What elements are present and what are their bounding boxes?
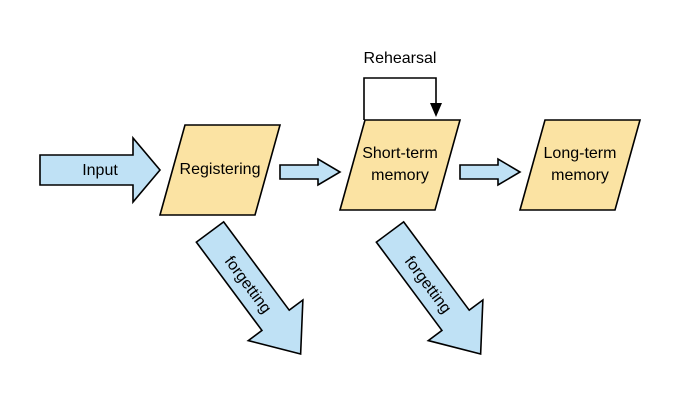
forgetting-arrow-registering-shape bbox=[195, 220, 304, 356]
long-term-memory-box-shape bbox=[518, 119, 642, 211]
short-term-memory-box: Short-term memory bbox=[338, 119, 462, 211]
rehearsal-loop: Rehearsal bbox=[363, 50, 442, 120]
short-term-memory-box-shape bbox=[338, 119, 462, 211]
short-term-memory-label-line-1: Short-term bbox=[362, 145, 438, 162]
long-term-memory-label-line-2: memory bbox=[551, 167, 609, 184]
long-term-memory-label-line-1: Long-term bbox=[544, 145, 617, 162]
input-arrow: Input bbox=[39, 135, 162, 205]
input-arrow-shape bbox=[39, 135, 162, 205]
registering-box-shape bbox=[158, 124, 282, 216]
input-arrow-label: Input bbox=[82, 162, 118, 179]
rehearsal-label: Rehearsal bbox=[364, 50, 437, 67]
registering-box-label: Registering bbox=[180, 161, 261, 178]
registering-box: Registering bbox=[158, 124, 282, 216]
forgetting-arrow-registering: forgetting bbox=[195, 220, 304, 356]
rehearsal-loop-line bbox=[363, 77, 437, 120]
long-term-memory-box: Long-term memory bbox=[518, 119, 642, 211]
forgetting-arrow-short-term: forgetting bbox=[375, 220, 484, 356]
registering-to-short-term-arrow bbox=[279, 157, 342, 187]
short-term-to-long-term-arrow bbox=[459, 157, 522, 187]
rehearsal-loop-arrowhead bbox=[430, 103, 442, 117]
forgetting-arrow-short-term-shape bbox=[375, 220, 484, 356]
short-term-memory-label-line-2: memory bbox=[371, 167, 429, 184]
